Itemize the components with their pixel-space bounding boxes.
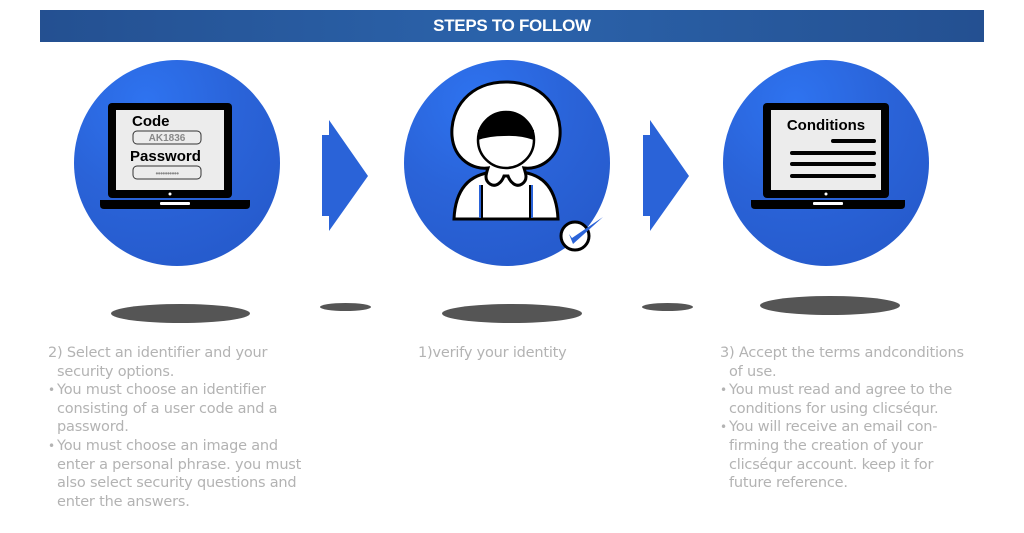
- bullet-line: conditions for using clicséqur.: [729, 400, 939, 417]
- arrow-right-icon: [322, 120, 368, 231]
- step-heading-line: of use.: [729, 363, 777, 380]
- step-heading-line: 2) Select an identifier and your: [48, 345, 268, 361]
- step-circle-verify: [404, 60, 610, 266]
- step-heading: 2) Select an identifier and your securit…: [48, 344, 313, 381]
- step-heading-line: 3) Accept the terms andconditions: [720, 345, 964, 361]
- bullet-line: enter the answers.: [57, 493, 190, 510]
- bullet-item: You must choose an identifier consisting…: [48, 381, 313, 437]
- step-heading: 1)verify your identity: [418, 344, 618, 363]
- bullet-line: You must read and agree to the: [729, 382, 953, 399]
- bullet-line: firming the creation of your: [729, 437, 923, 454]
- step-heading-line: security options.: [57, 363, 175, 380]
- bullet-line: also select security questions and: [57, 475, 297, 492]
- bullet-item: You must choose an image and enter a per…: [48, 437, 313, 511]
- step-2-description: 2) Select an identifier and your securit…: [48, 344, 313, 511]
- bullet-item: You will receive an email con- firming t…: [720, 418, 980, 492]
- bullet-line: You must choose an identifier: [57, 382, 266, 399]
- bullet-line: enter a personal phrase. you must: [57, 456, 302, 473]
- step-circle-login: Code AK1836 Password ••••••••••: [74, 60, 280, 266]
- shadow-ellipse: [442, 304, 582, 323]
- shadow-ellipse: [760, 296, 900, 315]
- bullet-line: consisting of a user code and a: [57, 400, 278, 417]
- laptop-conditions-icon: Conditions: [751, 103, 905, 209]
- step-1-description: 1)verify your identity: [418, 344, 618, 363]
- step-circle-conditions: Conditions: [723, 60, 929, 266]
- password-label: Password: [130, 148, 201, 165]
- shadow-ellipse: [642, 303, 693, 311]
- arrow-right-icon: [643, 120, 689, 231]
- password-value: ••••••••••: [155, 169, 179, 178]
- code-value: AK1836: [149, 133, 186, 144]
- step-3-description: 3) Accept the terms andconditions of use…: [720, 344, 980, 493]
- shadow-ellipse: [111, 304, 250, 323]
- conditions-title: Conditions: [787, 117, 865, 134]
- shadow-ellipse: [320, 303, 371, 311]
- bullet-line: future reference.: [729, 475, 848, 492]
- bullet-item: You must read and agree to the condition…: [720, 381, 980, 418]
- step-heading: 3) Accept the terms andconditions of use…: [720, 344, 980, 381]
- bullet-line: You will receive an email con-: [729, 419, 938, 436]
- user-verified-icon: [450, 80, 603, 252]
- bullet-line: clicséqur account. keep it for: [729, 456, 934, 473]
- banner-title: STEPS TO FOLLOW: [433, 16, 591, 35]
- step-heading-line: 1)verify your identity: [418, 345, 567, 361]
- laptop-login-icon: Code AK1836 Password ••••••••••: [100, 103, 250, 209]
- bullet-line: password.: [57, 419, 129, 436]
- bullet-line: You must choose an image and: [57, 437, 278, 454]
- code-label: Code: [132, 113, 170, 130]
- steps-banner: STEPS TO FOLLOW: [40, 10, 984, 42]
